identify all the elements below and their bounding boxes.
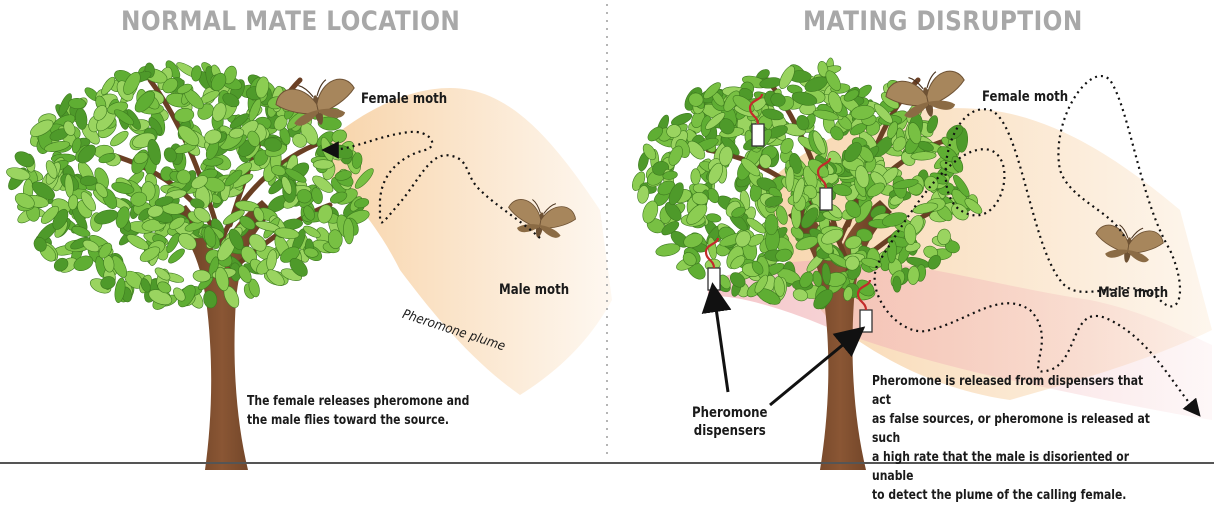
leaf	[80, 176, 97, 186]
pheromone-dispensers-label: Pheromone dispensers	[692, 404, 768, 440]
leaf	[313, 160, 334, 169]
right-caption: Pheromone is released from dispensers th…	[872, 372, 1152, 505]
leaf	[765, 214, 779, 235]
left-panel-title: NORMAL MATE LOCATION	[121, 6, 460, 37]
left-caption: The female releases pheromone and the ma…	[247, 392, 469, 430]
right-female-moth-label: Female moth	[982, 89, 1068, 105]
left-female-moth-label: Female moth	[361, 91, 447, 107]
leaf	[691, 169, 701, 185]
leaf	[892, 276, 901, 292]
right-panel-title: MATING DISRUPTION	[803, 6, 1083, 37]
left-plume	[318, 88, 612, 395]
right-male-moth-label: Male moth	[1098, 285, 1168, 301]
left-male-moth-label: Male moth	[499, 282, 569, 298]
figure: NORMAL MATE LOCATION Female moth Male mo…	[0, 0, 1214, 470]
